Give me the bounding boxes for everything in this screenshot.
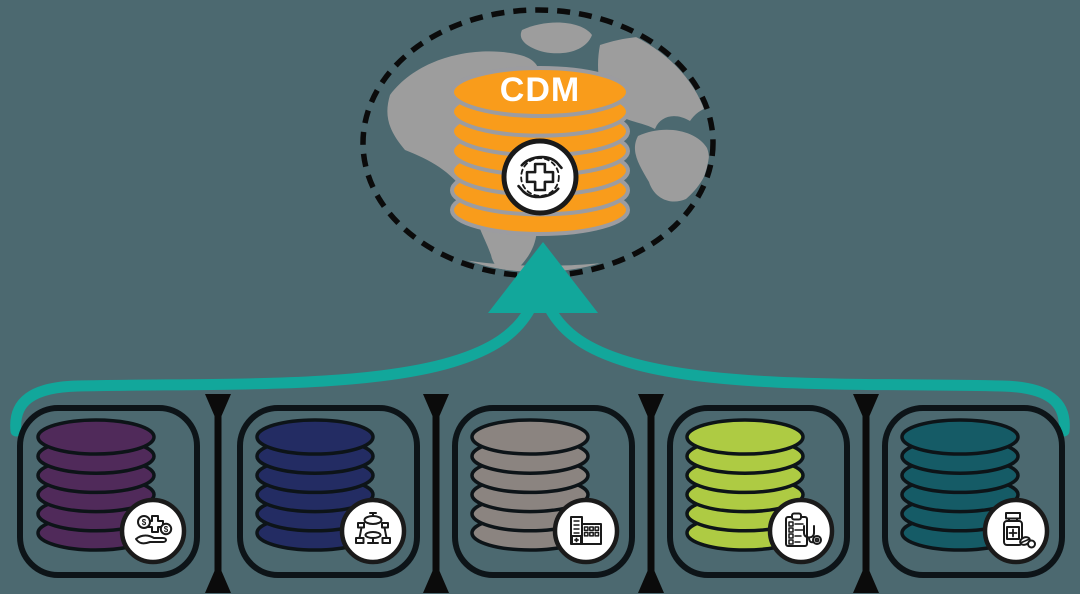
divider	[638, 394, 664, 593]
records-cylinder	[685, 418, 805, 552]
source-box	[237, 405, 420, 578]
cylinder-disc	[900, 418, 1020, 456]
clipboard-stethoscope-icon	[767, 497, 835, 565]
svg-text:$: $	[164, 525, 169, 534]
cylinder-disc	[685, 418, 805, 456]
divider	[853, 394, 879, 593]
connector-arrow	[10, 242, 1070, 437]
divider	[205, 394, 231, 593]
connector-right-swoosh	[544, 303, 1070, 437]
source-box	[882, 405, 1065, 578]
hand-medical-cross-dollar-icon: $ $	[119, 497, 187, 565]
operating-room-icon	[339, 497, 407, 565]
cylinder-disc	[470, 418, 590, 456]
arrow-head	[488, 242, 598, 313]
box-dividers	[205, 394, 879, 593]
cylinder-disc	[255, 418, 375, 456]
divider	[423, 394, 449, 593]
pharmacy-cylinder	[900, 418, 1020, 552]
source-boxes	[17, 405, 1065, 578]
source-box	[667, 405, 850, 578]
source-box	[17, 405, 200, 578]
hub-label: CDM	[500, 71, 580, 109]
medicine-bottle-pills-icon	[982, 497, 1050, 565]
source-box	[452, 405, 635, 578]
svg-text:$: $	[142, 518, 147, 527]
hospital-cylinder	[470, 418, 590, 552]
hands-protecting-medical-cross-icon	[501, 138, 579, 216]
cylinder-disc	[450, 66, 630, 118]
hospital-building-icon	[552, 497, 620, 565]
connector-left-swoosh	[10, 303, 536, 437]
cylinder-disc	[36, 418, 156, 456]
